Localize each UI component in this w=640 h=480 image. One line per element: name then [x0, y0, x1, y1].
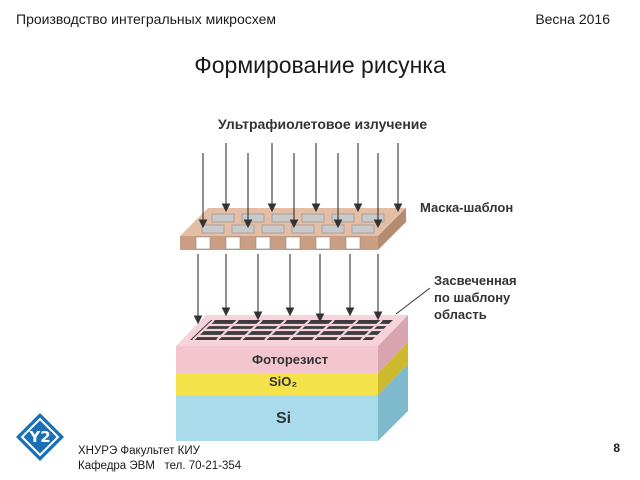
uv-arrows-incoming — [198, 143, 403, 229]
university-logo-icon: Y2 — [14, 412, 66, 462]
photoresist-label: Фоторезист — [252, 352, 329, 367]
si-label: Si — [276, 410, 292, 427]
mask-cells — [201, 213, 385, 234]
wafer-stack — [176, 315, 408, 441]
course-title: Производство интегральных микросхем — [16, 11, 276, 27]
photolithography-drawing — [176, 143, 431, 441]
photoresist-layer — [176, 346, 378, 373]
slide-title: Формирование рисунка — [194, 52, 446, 78]
footer-faculty: ХНУРЭ Факультет КИУ — [78, 445, 200, 457]
photolithography-diagram: Ультрафиолетовое излучение Маска-шаблон … — [168, 108, 538, 443]
footer-info: ХНУРЭ Факультет КИУ Кафедра ЭВМ тел. 70-… — [78, 444, 241, 474]
exposed-area-pointer — [395, 287, 431, 315]
svg-text:Y2: Y2 — [28, 428, 50, 446]
photoresist-side — [378, 315, 408, 373]
uv-arrows-transmitted — [193, 254, 383, 325]
page-number: 8 — [613, 441, 620, 455]
uv-radiation-label: Ультрафиолетовое излучение — [218, 116, 428, 132]
exposed-area-label: Засвеченная по шаблону область — [434, 273, 517, 322]
mask-template — [180, 208, 406, 250]
si-side — [378, 364, 408, 441]
sio2-side — [378, 342, 408, 395]
sio2-layer — [176, 373, 378, 395]
footer-department: Кафедра ЭВМ тел. 70-21-354 — [78, 460, 242, 472]
mask-side — [378, 208, 406, 250]
term-label: Весна 2016 — [535, 11, 610, 27]
mask-label: Маска-шаблон — [420, 200, 514, 215]
mask-openings — [195, 236, 361, 250]
pattern-grid — [192, 319, 390, 341]
si-layer — [176, 395, 378, 441]
sio2-label: SiO₂ — [269, 374, 298, 389]
